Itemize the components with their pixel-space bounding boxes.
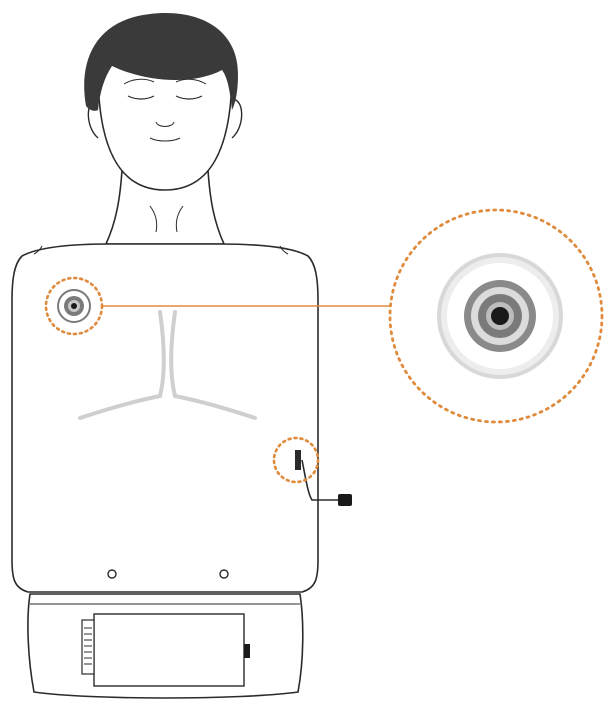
shoulder-port-hole [71, 303, 77, 309]
torso-outline [12, 244, 318, 592]
torso-screw-left [108, 570, 116, 578]
side-cable-plug [338, 494, 352, 506]
magnified-port-detail [390, 210, 602, 422]
torso-screw-right [220, 570, 228, 578]
magnified-port-hole [491, 307, 509, 325]
base-side-switch [244, 644, 250, 658]
shoulder-port [58, 290, 90, 322]
manikin-head [84, 13, 241, 244]
side-port-tab [295, 450, 301, 470]
battery-compartment-door [94, 614, 244, 686]
manikin-base [28, 594, 303, 698]
